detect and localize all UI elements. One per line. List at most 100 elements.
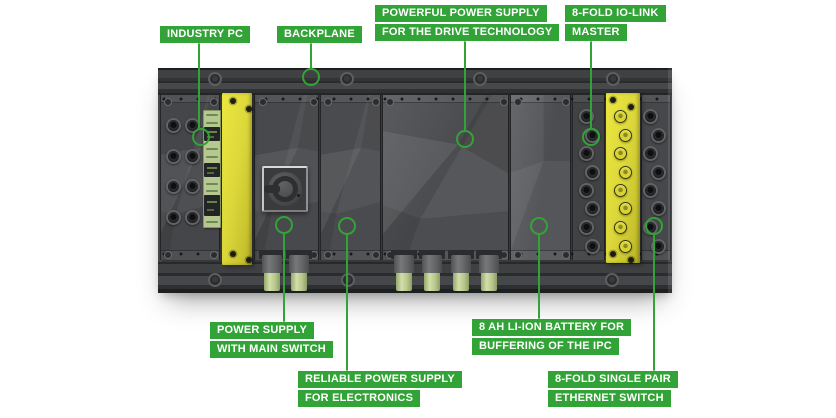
callout-label: FOR THE DRIVE TECHNOLOGY <box>375 24 560 41</box>
m12-connector <box>165 209 181 225</box>
cable-gland <box>422 255 442 273</box>
screw-icon <box>386 98 394 106</box>
m12-connector <box>578 108 594 124</box>
screw-icon <box>514 98 522 106</box>
callout-ring-battery <box>530 217 548 235</box>
callout-ring-powerful-psu <box>456 130 474 148</box>
m12-connector <box>618 201 632 215</box>
leader-line-powerful-psu <box>464 40 466 130</box>
green-power-connector <box>291 273 307 291</box>
m12-connector <box>165 117 181 133</box>
powerful-power-supply-module <box>382 95 509 260</box>
callout-battery: 8 AH LI-ION BATTERY FOR BUFFERING OF THE… <box>472 319 632 357</box>
m12-connector <box>642 182 658 198</box>
callout-ring-spe-switch <box>645 217 663 235</box>
cable-gland <box>394 255 414 273</box>
screw-icon <box>514 251 522 259</box>
callout-label: 8 AH LI-ION BATTERY FOR <box>472 319 632 336</box>
m12-connector <box>584 164 600 180</box>
screw-icon <box>372 98 380 106</box>
screw-icon <box>324 251 332 259</box>
m12-connector <box>184 148 200 164</box>
green-power-connector <box>481 273 497 291</box>
screw-icon <box>473 72 487 86</box>
callout-label: 8-FOLD SINGLE PAIR <box>548 371 678 388</box>
m12-connector <box>184 209 200 225</box>
callout-industry-pc: INDUSTRY PC <box>160 26 251 45</box>
plug-base <box>476 250 502 259</box>
callout-iolink-master: 8-FOLD IO-LINK MASTER <box>565 5 666 43</box>
plug-base <box>419 250 445 259</box>
screw-icon <box>164 98 172 106</box>
screw-icon <box>230 251 236 257</box>
m12-connector <box>584 200 600 216</box>
leader-line-psu-main-switch <box>283 234 285 322</box>
m12-connector <box>613 183 627 197</box>
plug-base <box>286 250 312 259</box>
leader-line-iolink-master <box>590 40 592 128</box>
callout-label: FOR ELECTRONICS <box>298 390 421 407</box>
callout-backplane: BACKPLANE <box>277 26 362 45</box>
screw-icon <box>210 251 218 259</box>
screw-icon <box>208 273 222 287</box>
green-power-connector <box>424 273 440 291</box>
screw-icon <box>208 72 222 86</box>
cable-gland <box>262 255 282 273</box>
screw-icon <box>628 257 634 263</box>
callout-label: 8-FOLD IO-LINK <box>565 5 666 22</box>
rotary-handle-ring <box>272 176 298 202</box>
cable-gland <box>451 255 471 273</box>
plug-base <box>448 250 474 259</box>
m12-connector <box>650 164 666 180</box>
screw-icon <box>562 98 570 106</box>
green-power-connector <box>264 273 280 291</box>
screw-icon <box>610 97 616 103</box>
callout-label: MASTER <box>565 24 627 41</box>
plug-base <box>391 250 417 259</box>
callout-psu-main-switch: POWER SUPPLY WITH MAIN SWITCH <box>210 322 333 360</box>
screw-icon <box>500 98 508 106</box>
screw-icon <box>310 98 318 106</box>
callout-powerful-psu: POWERFUL POWER SUPPLY FOR THE DRIVE TECH… <box>375 5 560 43</box>
callout-label: BACKPLANE <box>277 26 362 43</box>
m12-connector <box>165 148 181 164</box>
screw-icon <box>230 98 236 104</box>
screw-icon <box>164 251 172 259</box>
vent-holes <box>162 97 668 101</box>
m12-connector <box>578 182 594 198</box>
status-led-strip <box>203 110 221 228</box>
screw-icon <box>210 98 218 106</box>
callout-label: RELIABLE POWER SUPPLY <box>298 371 462 388</box>
screw-icon <box>372 251 380 259</box>
callout-ring-reliable-psu <box>338 217 356 235</box>
callout-reliable-psu: RELIABLE POWER SUPPLY FOR ELECTRONICS <box>298 371 462 409</box>
li-ion-battery-module <box>510 95 571 260</box>
leader-line-spe-switch <box>653 235 655 371</box>
callout-label: POWER SUPPLY <box>210 322 315 339</box>
cable-gland <box>479 255 499 273</box>
reliable-power-supply-module <box>320 95 381 260</box>
callout-ring-iolink-master <box>582 128 600 146</box>
callout-ring-backplane <box>302 68 320 86</box>
screw-icon <box>246 106 252 112</box>
control-panel-rack <box>158 68 672 293</box>
screw-icon <box>606 72 620 86</box>
m12-connector <box>184 178 200 194</box>
m12-connector <box>618 239 632 253</box>
m12-connector <box>613 109 627 123</box>
m12-connector <box>613 220 627 234</box>
plug-base <box>259 250 285 259</box>
leader-line-battery <box>538 235 540 319</box>
callout-label: WITH MAIN SWITCH <box>210 341 333 358</box>
screw-icon <box>246 257 252 263</box>
screw-icon <box>628 104 634 110</box>
status-display <box>204 163 220 177</box>
screw-icon <box>605 273 619 287</box>
m12-connector <box>618 128 632 142</box>
screw-icon <box>324 98 332 106</box>
main-switch <box>262 166 308 212</box>
callout-label: INDUSTRY PC <box>160 26 251 43</box>
yellow-cover-plate <box>222 93 252 265</box>
status-display <box>204 195 220 216</box>
